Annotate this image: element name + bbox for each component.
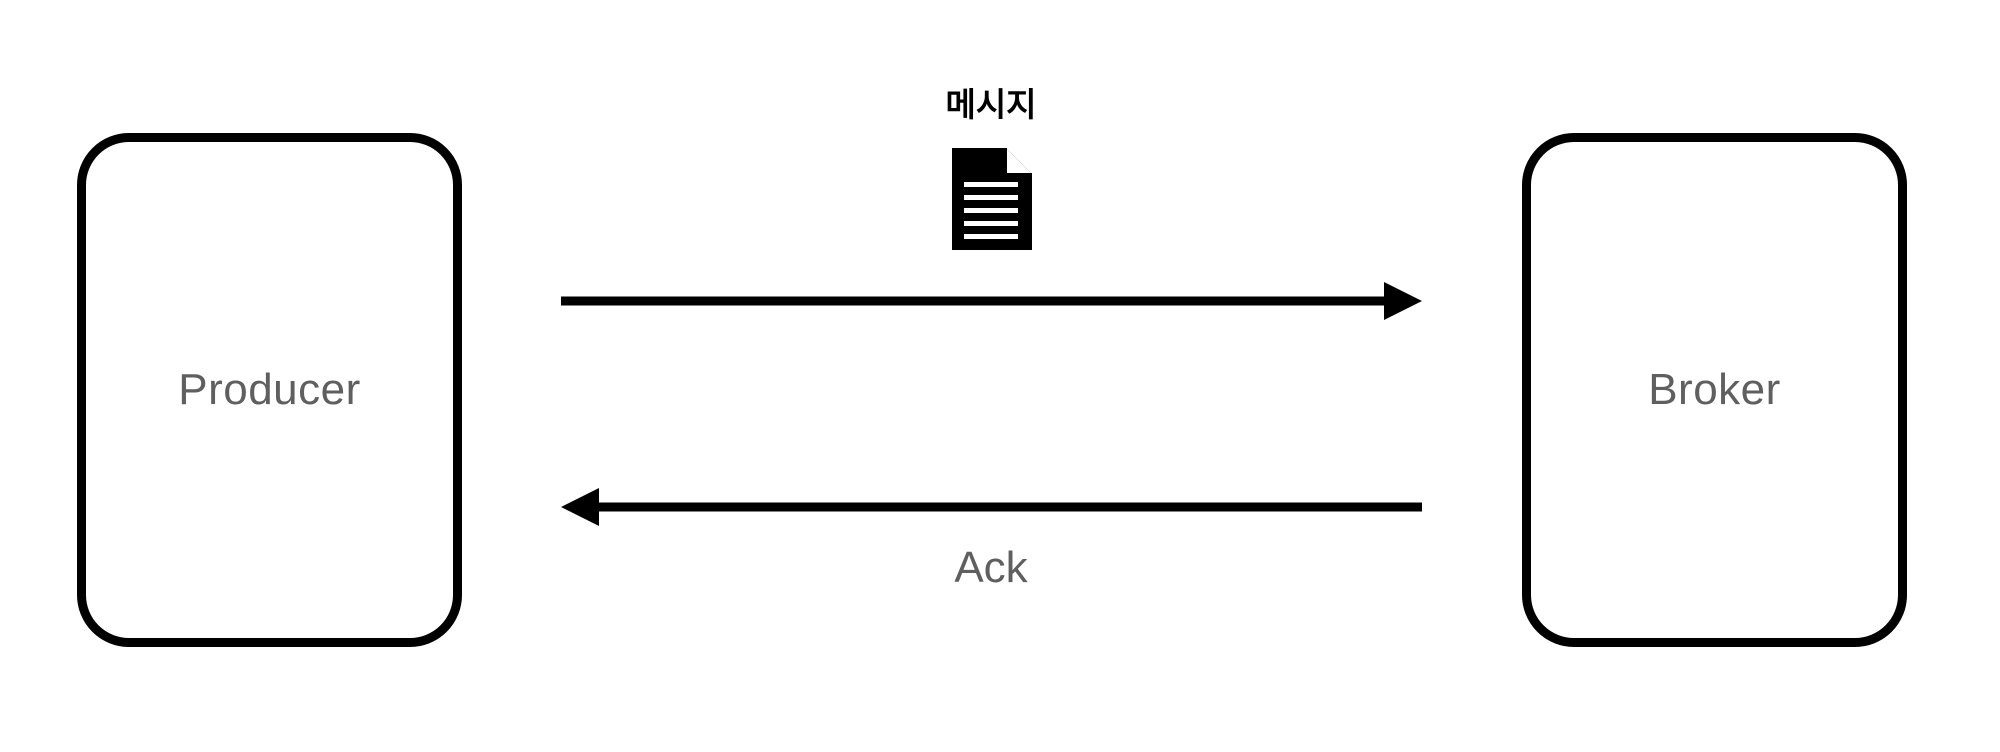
message-arrow — [561, 282, 1422, 320]
ack-label: Ack — [954, 543, 1028, 592]
broker-node: Broker — [1522, 133, 1907, 647]
ack-arrow — [561, 488, 1422, 526]
producer-label: Producer — [178, 365, 361, 414]
document-icon — [952, 148, 1032, 250]
broker-label: Broker — [1648, 365, 1781, 414]
message-label: 메시지 — [945, 85, 1037, 124]
producer-node: Producer — [77, 133, 462, 647]
